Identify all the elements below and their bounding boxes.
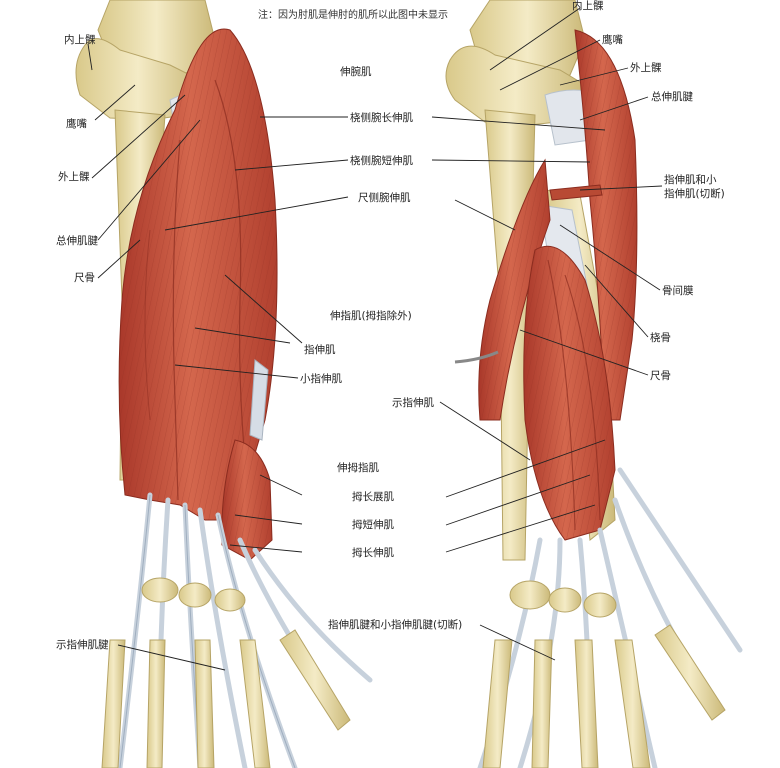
label-ecrl: 桡侧腕长伸肌 — [350, 112, 413, 124]
right-forearm — [445, 0, 743, 768]
label-right-interosseous-membrane: 骨间膜 — [662, 285, 694, 297]
left-hand-bones — [101, 577, 351, 768]
figure-note: 注：因为肘肌是伸肘的肌所以此图中未显示 — [258, 10, 448, 21]
left-forearm — [75, 0, 373, 768]
leader-lines — [87, 7, 663, 671]
heading-finger-extensors: 伸指肌(拇指除外) — [330, 310, 412, 322]
label-epb: 拇短伸肌 — [352, 519, 394, 531]
label-edm: 小指伸肌 — [300, 373, 342, 385]
label-ed: 指伸肌 — [304, 344, 336, 356]
label-right-olecranon: 鹰嘴 — [602, 34, 623, 46]
label-right-common-extensor-tendon: 总伸肌腱 — [651, 91, 693, 103]
label-right-ed-edm-cut-line2: 指伸肌(切断) — [664, 188, 725, 200]
heading-thumb-extensors: 伸拇指肌 — [337, 462, 379, 474]
label-ecrb: 桡侧腕短伸肌 — [350, 155, 413, 167]
right-hand-bones — [482, 580, 726, 768]
label-right-ulna: 尺骨 — [650, 370, 671, 382]
label-left-index-extensor-tendon: 示指伸肌腱 — [56, 639, 109, 651]
label-right-lateral-epicondyle: 外上髁 — [630, 62, 662, 74]
label-right-medial-epicondyle: 内上髁 — [572, 0, 604, 12]
label-right-ed-edm-cut-line1: 指伸肌和小 — [664, 174, 717, 186]
label-left-medial-epicondyle: 内上髁 — [64, 34, 96, 46]
label-right-extensor-indicis: 示指伸肌 — [392, 397, 434, 409]
label-left-olecranon: 鹰嘴 — [66, 118, 87, 130]
label-epl: 拇长伸肌 — [352, 547, 394, 559]
label-left-common-extensor-tendon: 总伸肌腱 — [56, 235, 98, 247]
label-left-ulna: 尺骨 — [74, 272, 95, 284]
label-right-radius: 桡骨 — [650, 332, 671, 344]
label-left-lateral-epicondyle: 外上髁 — [58, 171, 90, 183]
label-right-tendons-cut: 指伸肌腱和小指伸肌腱(切断) — [328, 619, 463, 631]
heading-wrist-extensors: 伸腕肌 — [340, 66, 372, 78]
label-ecu: 尺侧腕伸肌 — [358, 192, 411, 204]
label-apl: 拇长展肌 — [352, 491, 394, 503]
